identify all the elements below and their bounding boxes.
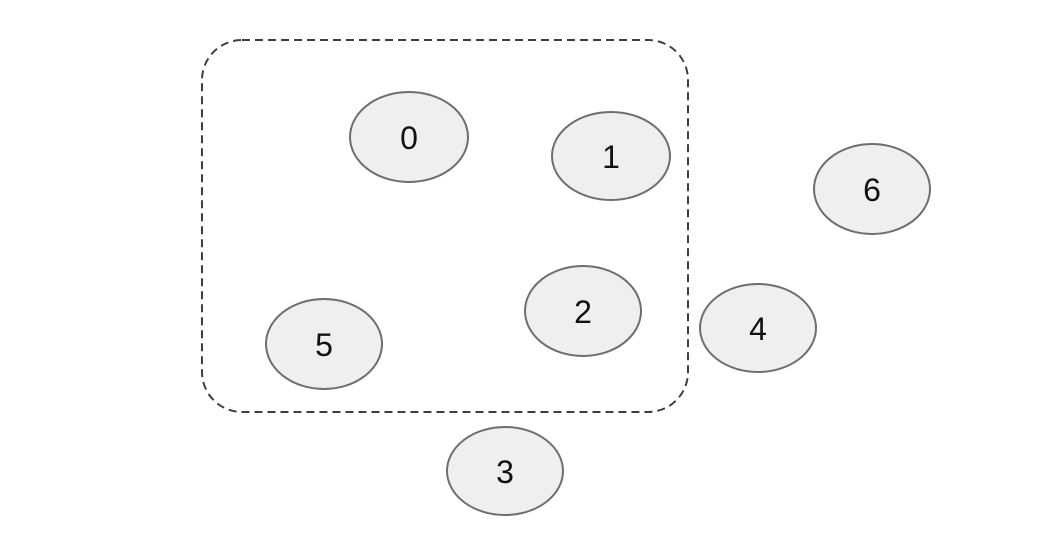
node-2-ellipse[interactable]	[524, 265, 642, 357]
node-4-ellipse[interactable]	[699, 283, 817, 373]
cluster-boundary-dashed-rect	[201, 39, 689, 413]
node-3-ellipse[interactable]	[446, 426, 564, 516]
node-2-label: 2	[574, 294, 592, 330]
node-6-ellipse[interactable]	[813, 143, 931, 235]
node-3-label: 3	[496, 454, 514, 490]
node-5-label: 5	[315, 327, 333, 363]
node-3[interactable]: 3	[446, 426, 564, 516]
node-1[interactable]: 1	[551, 111, 671, 201]
node-6-label: 6	[863, 172, 881, 208]
node-2[interactable]: 2	[524, 265, 642, 357]
node-0-ellipse[interactable]	[349, 91, 469, 183]
node-0-label: 0	[400, 120, 418, 156]
node-5[interactable]: 5	[265, 298, 383, 390]
node-4-label: 4	[749, 311, 767, 347]
node-1-label: 1	[602, 139, 620, 175]
node-0[interactable]: 0	[349, 91, 469, 183]
node-4[interactable]: 4	[699, 283, 817, 373]
node-6[interactable]: 6	[813, 143, 931, 235]
node-5-ellipse[interactable]	[265, 298, 383, 390]
node-1-ellipse[interactable]	[551, 111, 671, 201]
